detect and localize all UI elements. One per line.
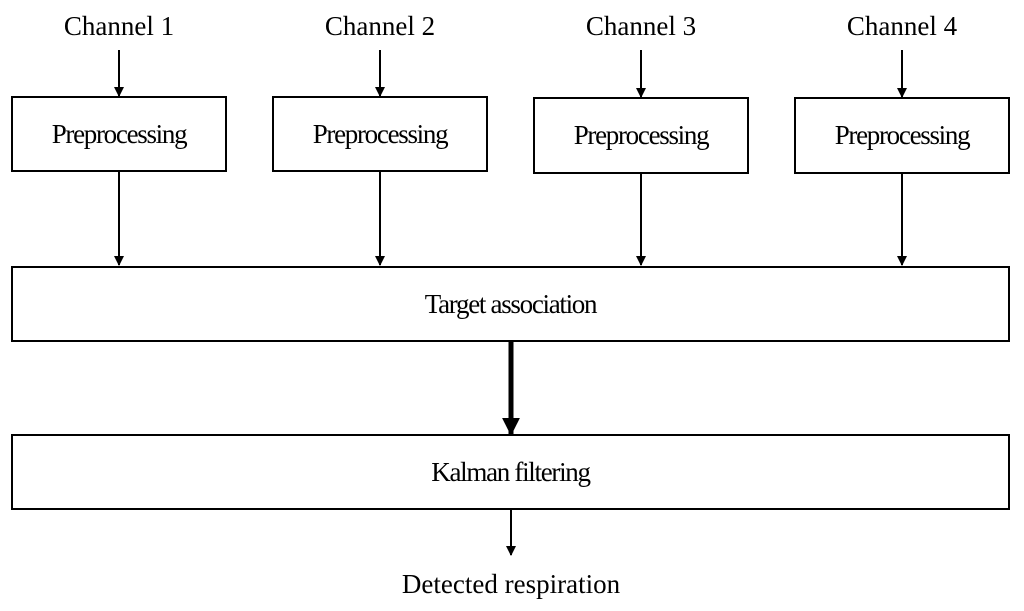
channel-4-label: Channel 4 xyxy=(846,11,958,41)
channel-1-label: Channel 1 xyxy=(63,11,175,41)
target-association-box: Target association xyxy=(11,266,1010,342)
preprocessing-4-label: Preprocessing xyxy=(834,120,971,150)
preprocessing-1-label: Preprocessing xyxy=(51,118,188,149)
preprocessing-box-2: Preprocessing xyxy=(272,96,488,172)
kalman-filtering-label: Kalman filtering xyxy=(431,456,591,487)
preprocessing-3-label: Preprocessing xyxy=(573,120,710,150)
kalman-filtering-box: Kalman filtering xyxy=(11,434,1010,510)
preprocessing-box-3: Preprocessing xyxy=(533,97,749,174)
preprocessing-2-label: Preprocessing xyxy=(312,118,449,149)
channel-3-label: Channel 3 xyxy=(585,11,697,41)
target-association-label: Target association xyxy=(424,288,598,319)
channel-2-label: Channel 2 xyxy=(324,11,436,41)
detected-respiration-label: Detected respiration xyxy=(401,569,621,599)
preprocessing-box-4: Preprocessing xyxy=(794,97,1010,174)
preprocessing-box-1: Preprocessing xyxy=(11,96,227,172)
